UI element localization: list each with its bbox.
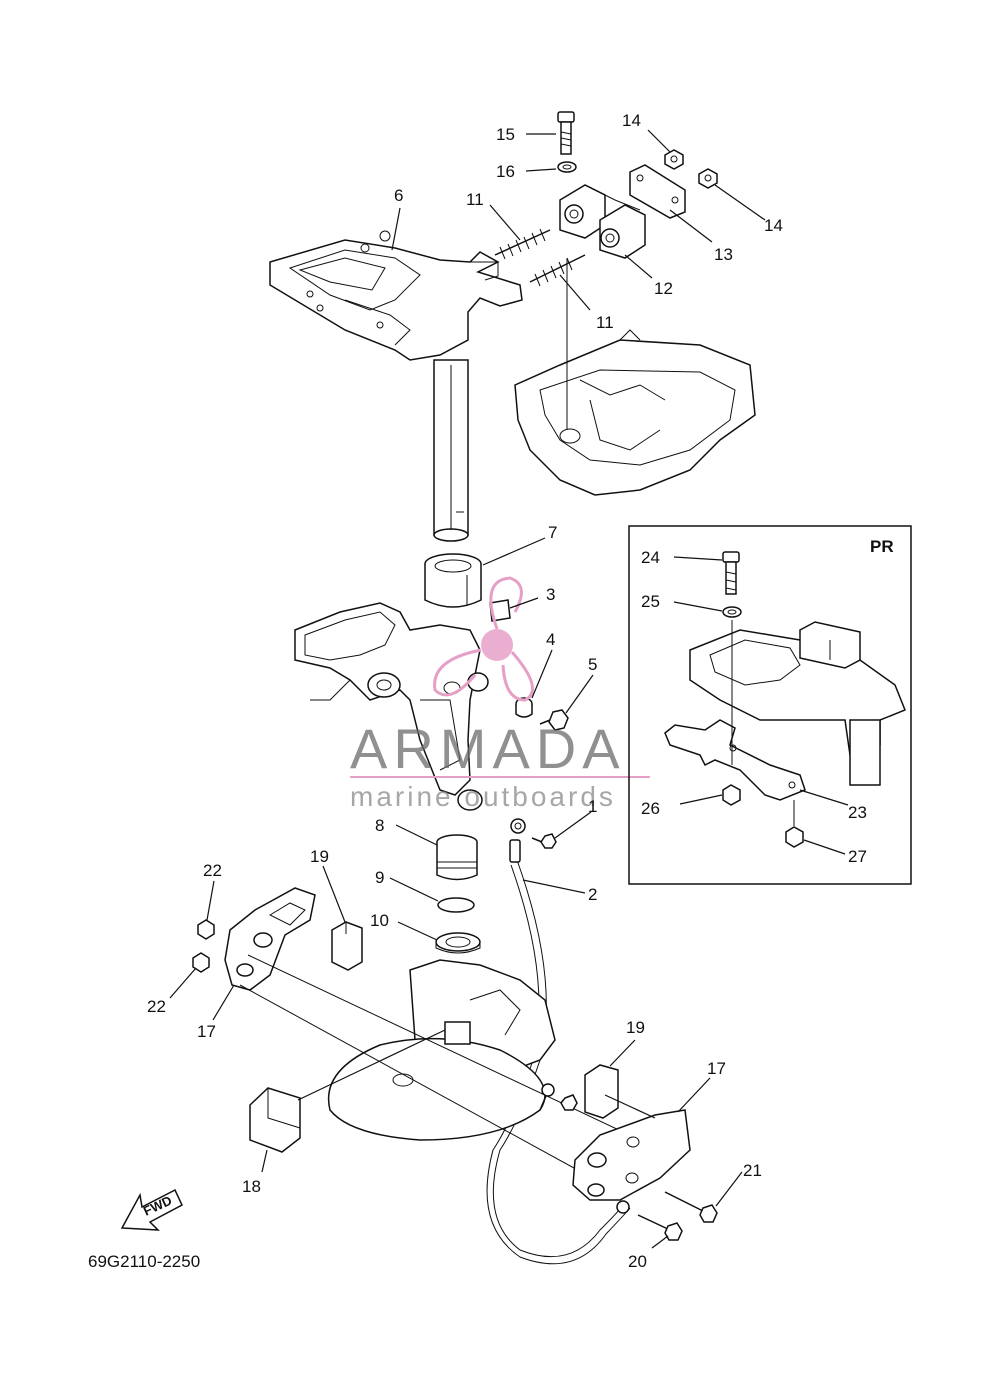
- bushing-7: [424, 553, 482, 608]
- screw-1: [531, 833, 557, 849]
- bushing-8: [436, 834, 478, 881]
- steering-bracket-6: [269, 230, 523, 542]
- callout-27: 27: [848, 847, 867, 866]
- callout-26: 26: [641, 799, 660, 818]
- swivel-bracket: [294, 602, 489, 811]
- mount-bracket-17-left: [224, 887, 316, 991]
- bolt-21: [664, 1191, 718, 1223]
- callout-11: 11: [596, 313, 614, 332]
- callout-14: 14: [764, 216, 783, 235]
- callout-16: 16: [496, 162, 515, 181]
- callout-22: 22: [147, 997, 166, 1016]
- nut-14: [698, 168, 718, 189]
- callout-11: 11: [466, 190, 484, 209]
- stud-line: [239, 984, 606, 1186]
- callout-14: 14: [622, 111, 641, 130]
- callout-15: 15: [496, 125, 515, 144]
- leader-lines: [169, 129, 849, 1249]
- washer-16: [557, 161, 577, 173]
- callout-10: 10: [370, 911, 389, 930]
- callout-6: 6: [394, 186, 403, 205]
- callout-23: 23: [848, 803, 867, 822]
- pr-inset: [628, 525, 912, 885]
- callout-7: 7: [548, 523, 557, 542]
- callout-12: 12: [654, 279, 673, 298]
- o-ring-9: [437, 897, 475, 913]
- screw: [560, 1094, 578, 1111]
- mount-plate-13: [629, 164, 686, 219]
- callout-4: 4: [546, 630, 555, 649]
- callout-25: 25: [641, 592, 660, 611]
- callout-5: 5: [588, 655, 597, 674]
- nut-14: [664, 149, 684, 170]
- mount-bracket-17-right: [572, 1109, 691, 1201]
- watermark-subtitle: marine outboards: [350, 781, 616, 812]
- nut-22: [192, 952, 210, 973]
- bolt-20: [637, 1214, 683, 1241]
- callout-8: 8: [375, 816, 384, 835]
- callout-13: 13: [714, 245, 733, 264]
- ground-terminal: [539, 1083, 630, 1214]
- callout-21: 21: [743, 1161, 762, 1180]
- callout-22: 22: [203, 861, 222, 880]
- watermark-logo: [433, 576, 534, 702]
- inset-label: PR: [870, 537, 894, 556]
- callout-labels: 1 2 3 4 5 6 7 8 9 10 11 11 12 13 14 14 1…: [147, 111, 867, 1271]
- stud-line: [247, 954, 641, 1141]
- callout-18: 18: [242, 1177, 261, 1196]
- bolt-5: [539, 709, 569, 731]
- callout-24: 24: [641, 548, 660, 567]
- bolt-15: [557, 111, 575, 155]
- damper-19-left: [331, 921, 363, 971]
- engine-base: [514, 258, 756, 496]
- fwd-arrow-icon: [120, 1188, 183, 1231]
- watermark-title: ARMADA: [350, 717, 626, 780]
- callout-9: 9: [375, 868, 384, 887]
- mount-studs-11: [494, 228, 586, 287]
- callout-20: 20: [628, 1252, 647, 1271]
- upper-mount-12: [559, 184, 646, 259]
- damper-19-right: [584, 1064, 619, 1119]
- callout-17: 17: [707, 1059, 726, 1078]
- callout-3: 3: [546, 585, 555, 604]
- collar-4: [515, 697, 533, 718]
- diagram-code: 69G2110-2250: [88, 1252, 200, 1271]
- callout-1: 1: [588, 797, 597, 816]
- callout-17: 17: [197, 1022, 216, 1041]
- nut-22: [197, 919, 215, 940]
- key-3: [489, 599, 511, 622]
- callout-19: 19: [310, 847, 329, 866]
- callout-2: 2: [588, 885, 597, 904]
- seal-10: [435, 932, 481, 954]
- damper-18: [249, 1087, 301, 1153]
- lower-case: [327, 959, 556, 1141]
- callout-19: 19: [626, 1018, 645, 1037]
